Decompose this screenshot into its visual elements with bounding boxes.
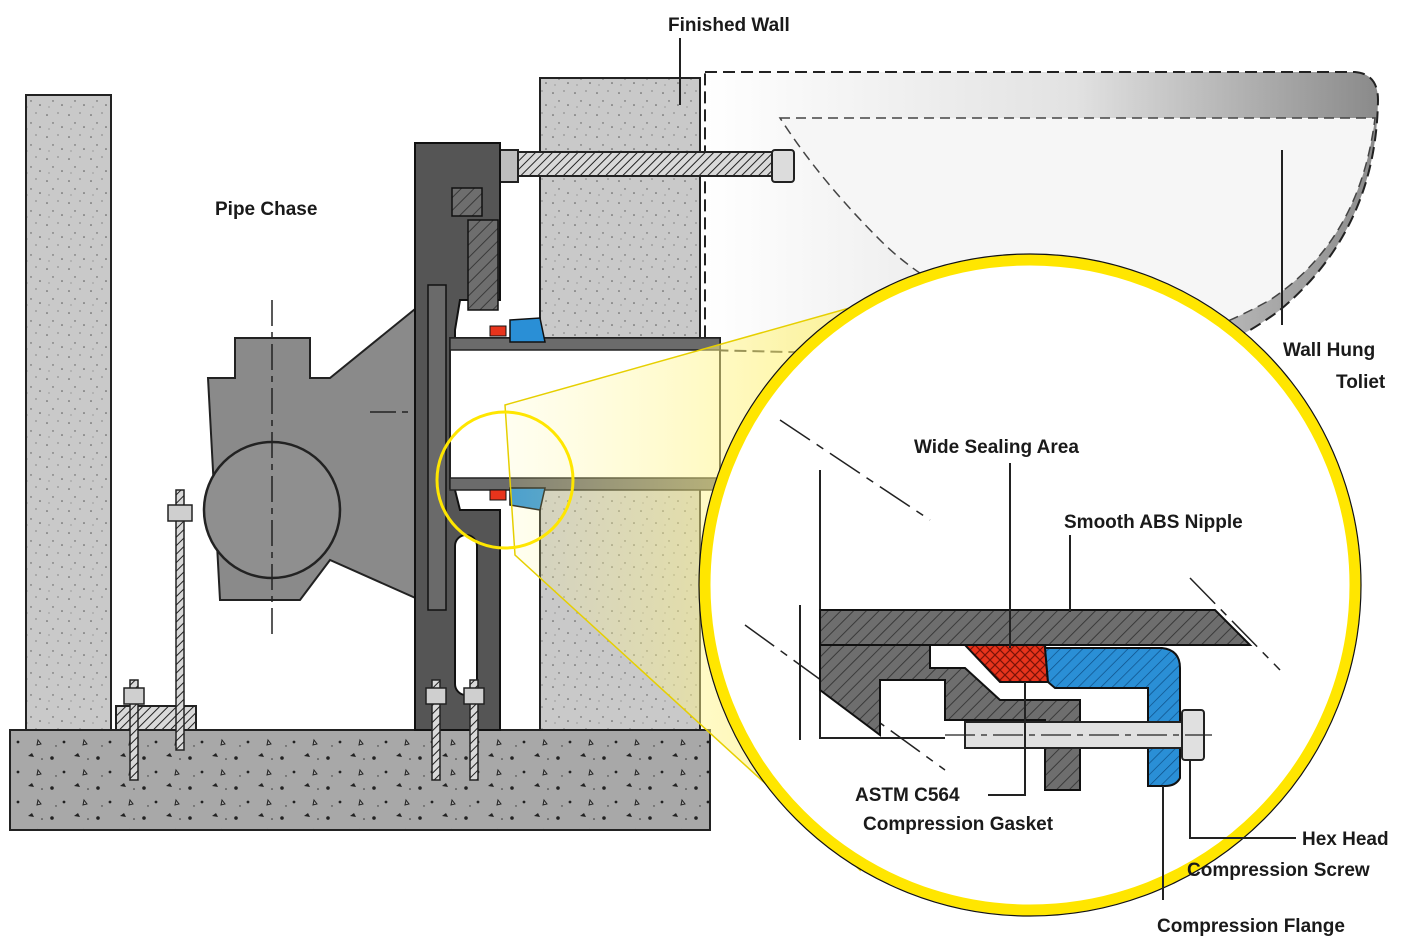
label-wide-sealing-area: Wide Sealing Area (914, 437, 1079, 458)
lens-detail (744, 419, 1281, 791)
label-wall-hung-1: Wall Hung (1283, 340, 1375, 361)
nipple-top-wall (449, 337, 721, 351)
upright-hatch-side (467, 219, 499, 311)
flange-blue-top (509, 317, 546, 343)
hub-casting-section (819, 644, 1081, 791)
stud-nut (771, 149, 795, 183)
upright-hatch-top (451, 187, 483, 217)
leader-lines (679, 38, 1296, 900)
gasket-red-top (489, 325, 507, 337)
compression-flange-section (1043, 647, 1181, 787)
anchor-bolts (115, 489, 485, 781)
label-astm-1: ASTM C564 (855, 785, 960, 806)
label-compression-flange: Compression Flange (1157, 916, 1345, 937)
magnifier-ring (699, 254, 1361, 916)
mounting-stud (517, 151, 774, 177)
upright-slot (454, 534, 478, 696)
label-hex-head-2: Compression Screw (1187, 860, 1370, 881)
label-astm-2: Compression Gasket (863, 814, 1054, 835)
magnifier-source-circle (435, 410, 575, 550)
label-pipe-chase: Pipe Chase (215, 199, 317, 220)
label-hex-head-1: Hex Head (1302, 829, 1389, 850)
left-pillar-wall (25, 94, 112, 736)
stud-nut-left (499, 149, 519, 183)
floor-slab (9, 729, 711, 831)
toilet-bowl-inner (778, 117, 1376, 347)
gasket-red-bottom (489, 489, 507, 501)
upright-face-plate (427, 284, 447, 611)
label-wall-hung-2: Toliet (1336, 372, 1386, 393)
label-smooth-abs-nipple: Smooth ABS Nipple (1064, 512, 1243, 533)
label-finished-wall: Finished Wall (668, 15, 790, 36)
abs-nipple-section (819, 609, 1253, 646)
